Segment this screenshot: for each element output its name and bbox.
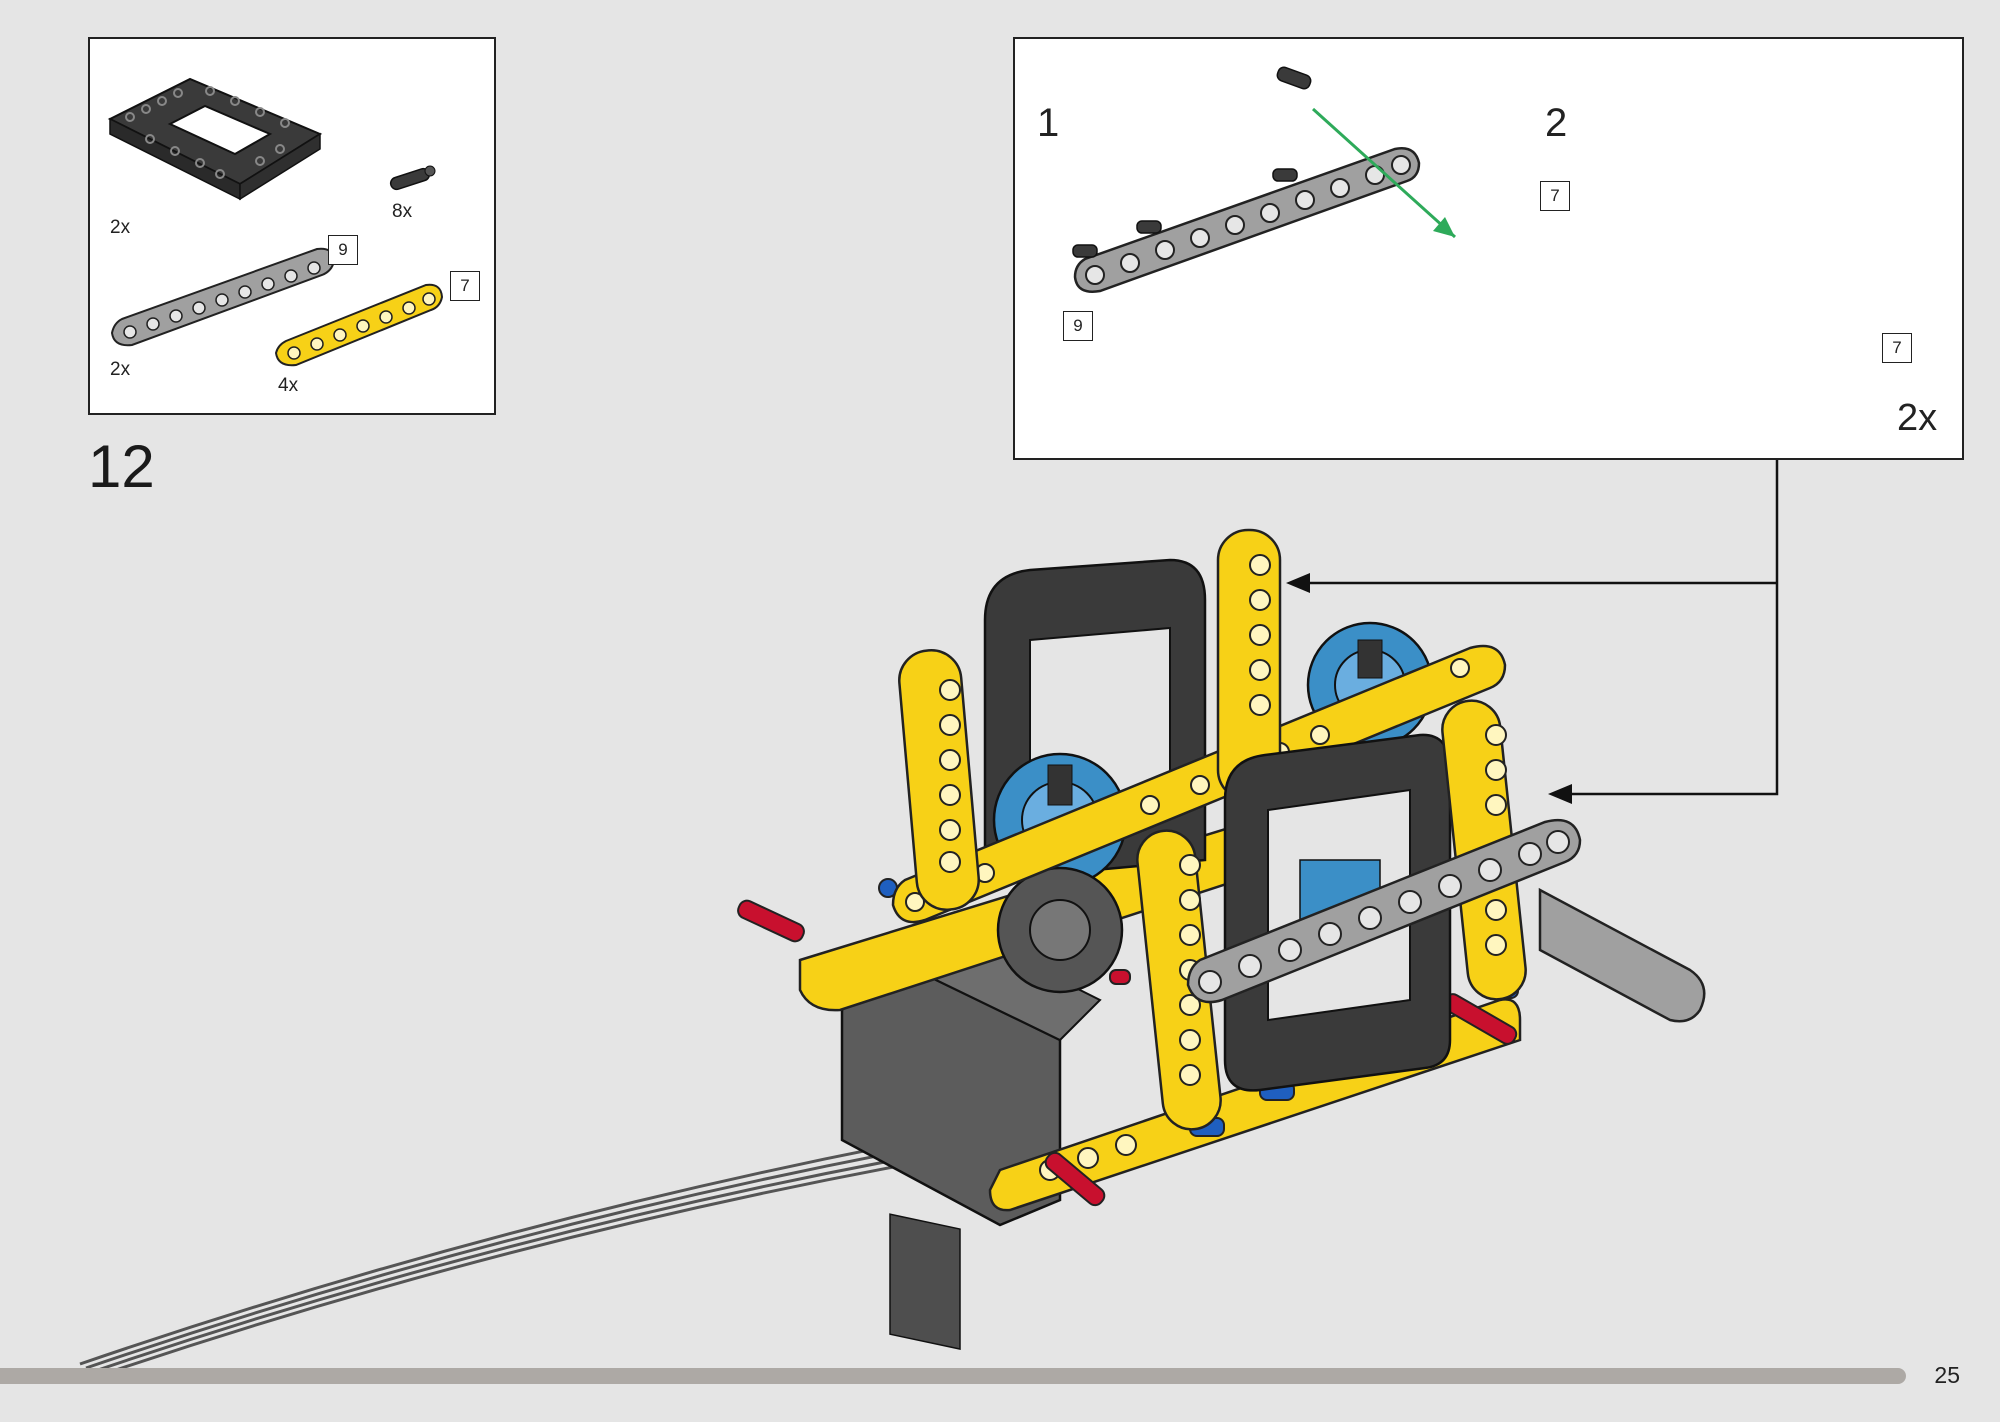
yellow-beam-7-icon — [274, 283, 444, 367]
grey-beam-length-box: 9 — [328, 235, 358, 265]
substep-2-length-box-left: 7 — [1540, 181, 1570, 211]
substep-2-length-box-right: 7 — [1882, 333, 1912, 363]
parts-list-illustration — [107, 77, 444, 367]
pin-count: 8x — [392, 201, 413, 222]
substep-1-beam-illustration — [1072, 66, 1457, 293]
substep-1-label: 1 — [1037, 101, 1060, 145]
substep-2-label: 2 — [1545, 101, 1568, 145]
connector-pin-icon — [389, 165, 436, 191]
step-number: 12 — [88, 433, 155, 500]
front-grey-beam — [1186, 818, 1582, 1004]
page-number: 25 — [1934, 1362, 1960, 1388]
yellow-beam-length-box: 7 — [450, 271, 480, 301]
arrow-upper-head — [1286, 573, 1310, 593]
right-vertical-yellow-beams — [1136, 699, 1527, 1131]
yellow-beam-count: 4x — [278, 375, 299, 396]
frame-count: 2x — [110, 217, 131, 238]
subassembly-illustration — [1072, 66, 1457, 293]
grey-beam-count: 2x — [110, 359, 131, 380]
parts-list-panel: 2x 8x 2x 4x 9 7 — [88, 37, 496, 415]
left-vertical-yellow-beam — [898, 649, 980, 911]
subassembly-callout: 1 9 2 7 7 2x — [1013, 37, 1964, 460]
dark-gear-center — [996, 866, 1124, 994]
motor-cable — [79, 1136, 943, 1378]
frame-part-icon — [107, 77, 323, 201]
callout-multiplier: 2x — [1897, 397, 1938, 439]
arrow-lower-head — [1548, 784, 1572, 804]
substep-1-length-box: 9 — [1063, 311, 1093, 341]
footer-bar — [0, 1368, 1906, 1384]
